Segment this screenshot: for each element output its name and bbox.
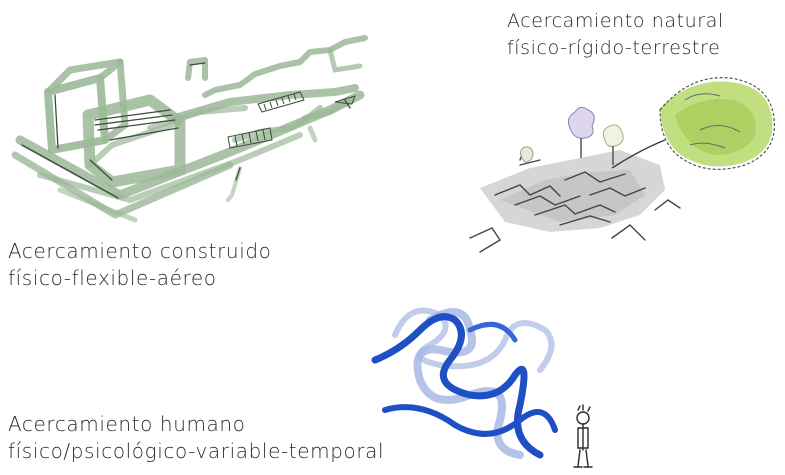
natural-approach-caption: Acercamiento natural físico-rígido-terre…	[507, 8, 724, 62]
built-approach-subtitle: físico-flexible-aéreo	[8, 266, 217, 290]
human-approach-subtitle: físico/psicológico-variable-temporal	[8, 439, 385, 463]
person-figure	[573, 404, 593, 468]
natural-approach-subtitle: físico-rígido-terrestre	[507, 37, 721, 59]
human-approach-caption: Acercamiento humano físico/psicológico-v…	[8, 411, 384, 465]
built-approach-caption: Acercamiento construido físico-flexible-…	[8, 238, 271, 292]
natural-approach-title: Acercamiento natural	[507, 10, 724, 32]
built-approach-title: Acercamiento construido	[8, 239, 272, 263]
human-approach-title: Acercamiento humano	[8, 412, 246, 436]
